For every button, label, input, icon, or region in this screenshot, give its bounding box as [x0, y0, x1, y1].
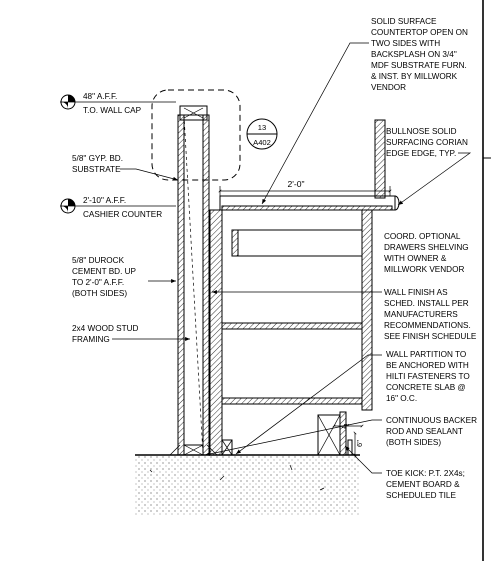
section-tag-number: 13 [258, 123, 266, 132]
elevation-wall-cap-line1: 48" A.F.F. [83, 92, 117, 101]
section-tag-sheet: A402 [253, 138, 271, 147]
note-bullnose-line2: SURFACING CORIAN [386, 138, 468, 147]
note-drawers-line1: COORD. OPTIONAL [384, 232, 461, 241]
note-backer-line2: ROD AND SEALANT [386, 427, 463, 436]
note-durock-line4: (BOTH SIDES) [72, 289, 127, 298]
dimension-toe-width-label: 4" [342, 422, 349, 431]
elevation-cashier-line2: CASHIER COUNTER [83, 210, 162, 219]
elevation-wall-cap-line2: T.O. WALL CAP [83, 106, 142, 115]
concrete-slab [135, 454, 360, 516]
elevation-marker-cashier-counter: 2'-10" A.F.F. CASHIER COUNTER [60, 196, 176, 219]
note-drawers: COORD. OPTIONAL DRAWERS SHELVING WITH OW… [384, 232, 469, 274]
note-bullnose-line3: EDGE EDGE, TYP. [386, 149, 456, 158]
note-countertop-line4: BACKSPLASH ON 3/4" [371, 50, 457, 59]
note-toekick-line3: SCHEDULED TILE [386, 491, 456, 500]
note-durock-line3: TO 2'-0" A.F.F. [72, 278, 124, 287]
note-bullnose-line1: BULLNOSE SOLID [386, 127, 457, 136]
note-drawers-line3: WITH OWNER & [384, 254, 447, 263]
note-stud-line1: 2x4 WOOD STUD [72, 324, 139, 333]
note-partition-line3: HILTI FASTENERS TO [386, 372, 470, 381]
note-partition-line1: WALL PARTITION TO [386, 350, 466, 359]
note-countertop-line3: TWO SIDES WITH [371, 39, 440, 48]
note-gyp-board: 5/8" GYP. BD. SUBSTRATE [72, 154, 179, 181]
note-bullnose: BULLNOSE SOLID SURFACING CORIAN EDGE EDG… [386, 127, 472, 206]
note-backer-line1: CONTINUOUS BACKER [386, 416, 477, 425]
note-backer-line3: (BOTH SIDES) [386, 438, 441, 447]
note-countertop-line1: SOLID SURFACE [371, 17, 437, 26]
note-countertop-line2: COUNTERTOP OPEN ON [371, 28, 468, 37]
counter-casework [209, 119, 400, 456]
note-toe-kick: TOE KICK: P.T. 2X4s; CEMENT BOARD & SCHE… [344, 445, 465, 500]
dimension-counter-depth: 2'-0" [218, 179, 392, 196]
dimension-toe-height-label: 6" [355, 440, 364, 447]
note-gyp-line1: 5/8" GYP. BD. [72, 154, 123, 163]
note-finish-line4: RECOMMENDATIONS. [384, 321, 471, 330]
note-durock-line1: 5/8" DUROCK [72, 256, 125, 265]
note-countertop-line6: & INST. BY MILLWORK [371, 72, 458, 81]
note-stud-line2: FRAMING [72, 335, 110, 344]
note-wall-finish: WALL FINISH AS SCHED. INSTALL PER MANUFA… [212, 288, 477, 341]
note-toekick-line1: TOE KICK: P.T. 2X4s; [386, 469, 465, 478]
note-stud-framing: 2x4 WOOD STUD FRAMING [72, 324, 190, 344]
dimension-counter-depth-label: 2'-0" [287, 179, 304, 189]
note-finish-line2: SCHED. INSTALL PER [384, 299, 469, 308]
note-drawers-line2: DRAWERS SHELVING [384, 243, 469, 252]
note-finish-line5: SEE FINISH SCHEDULE [384, 332, 477, 341]
note-wall-partition: WALL PARTITION TO BE ANCHORED WITH HILTI… [235, 350, 470, 455]
section-tag: 13 A402 [246, 118, 278, 150]
detail-callout-bubble [151, 89, 241, 181]
note-toekick-line2: CEMENT BOARD & [386, 480, 460, 489]
elevation-marker-wall-cap: 48" A.F.F. T.O. WALL CAP [60, 92, 176, 115]
dimension-toe-kick: 4" 6" [332, 422, 364, 457]
note-backer-rod: CONTINUOUS BACKER ROD AND SEALANT (BOTH … [204, 416, 477, 456]
note-drawers-line4: MILLWORK VENDOR [384, 265, 464, 274]
note-partition-line5: 16" O.C. [386, 394, 417, 403]
note-countertop-line7: VENDOR [371, 83, 406, 92]
note-durock-line2: CEMENT BD. UP [72, 267, 137, 276]
note-finish-line3: MANUFACTURERS [384, 310, 458, 319]
note-finish-line1: WALL FINISH AS [384, 288, 448, 297]
note-partition-line4: CONCRETE SLAB @ [386, 383, 466, 392]
note-countertop: SOLID SURFACE COUNTERTOP OPEN ON TWO SID… [261, 17, 468, 205]
note-countertop-line5: MDF SUBSTRATE FURN. [371, 61, 467, 70]
elevation-cashier-line1: 2'-10" A.F.F. [83, 196, 126, 205]
note-durock: 5/8" DUROCK CEMENT BD. UP TO 2'-0" A.F.F… [72, 256, 176, 298]
note-partition-line2: BE ANCHORED WITH [386, 361, 469, 370]
note-gyp-line2: SUBSTRATE [72, 165, 121, 174]
